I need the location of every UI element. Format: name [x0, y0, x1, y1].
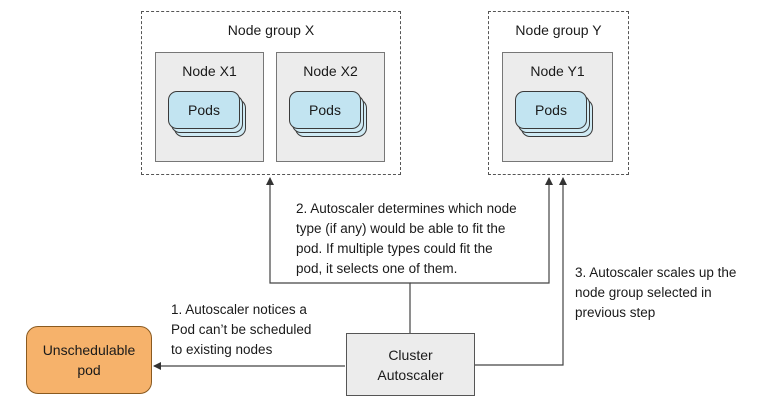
pods-label: Pods — [168, 91, 240, 129]
node-y1: Node Y1 Pods — [502, 52, 613, 162]
arrow-to-node-group-x — [266, 177, 411, 333]
pods-label: Pods — [515, 91, 587, 129]
step-2-text: 2. Autoscaler determines which node type… — [296, 201, 517, 276]
unschedulable-pod-label-line2: pod — [77, 362, 101, 378]
pods-stack: Pods — [168, 91, 246, 139]
cluster-autoscaler-label-line2: Autoscaler — [377, 366, 444, 383]
arrow-to-node-group-y-step3 — [475, 177, 567, 366]
unschedulable-pod-label-line1: Unschedulable — [42, 342, 136, 358]
node-group-y: Node group Y Node Y1 Pods — [488, 11, 629, 175]
node-group-x: Node group X Node X1 Pods Node X2 Pods — [141, 11, 401, 175]
node-y1-title: Node Y1 — [530, 63, 585, 79]
step-1-text: 1. Autoscaler notices a Pod can’t be sch… — [171, 302, 312, 357]
pods-label: Pods — [289, 91, 361, 129]
node-group-y-title: Node group Y — [515, 22, 602, 38]
cluster-autoscaler-label-line1: Cluster — [388, 346, 433, 363]
pods-stack: Pods — [289, 91, 367, 139]
node-x1: Node X1 Pods — [155, 52, 264, 162]
step-3-text: 3. Autoscaler scales up the node group s… — [575, 265, 737, 320]
node-x2-title: Node X2 — [303, 63, 358, 79]
arrow-to-node-group-y-step2 — [410, 177, 553, 284]
pods-stack: Pods — [515, 91, 593, 139]
unschedulable-pod: Unschedulable pod — [26, 326, 152, 394]
cluster-autoscaler: Cluster Autoscaler — [346, 333, 475, 396]
node-x2: Node X2 Pods — [276, 52, 385, 162]
node-x1-title: Node X1 — [182, 63, 237, 79]
node-group-x-title: Node group X — [227, 22, 315, 38]
